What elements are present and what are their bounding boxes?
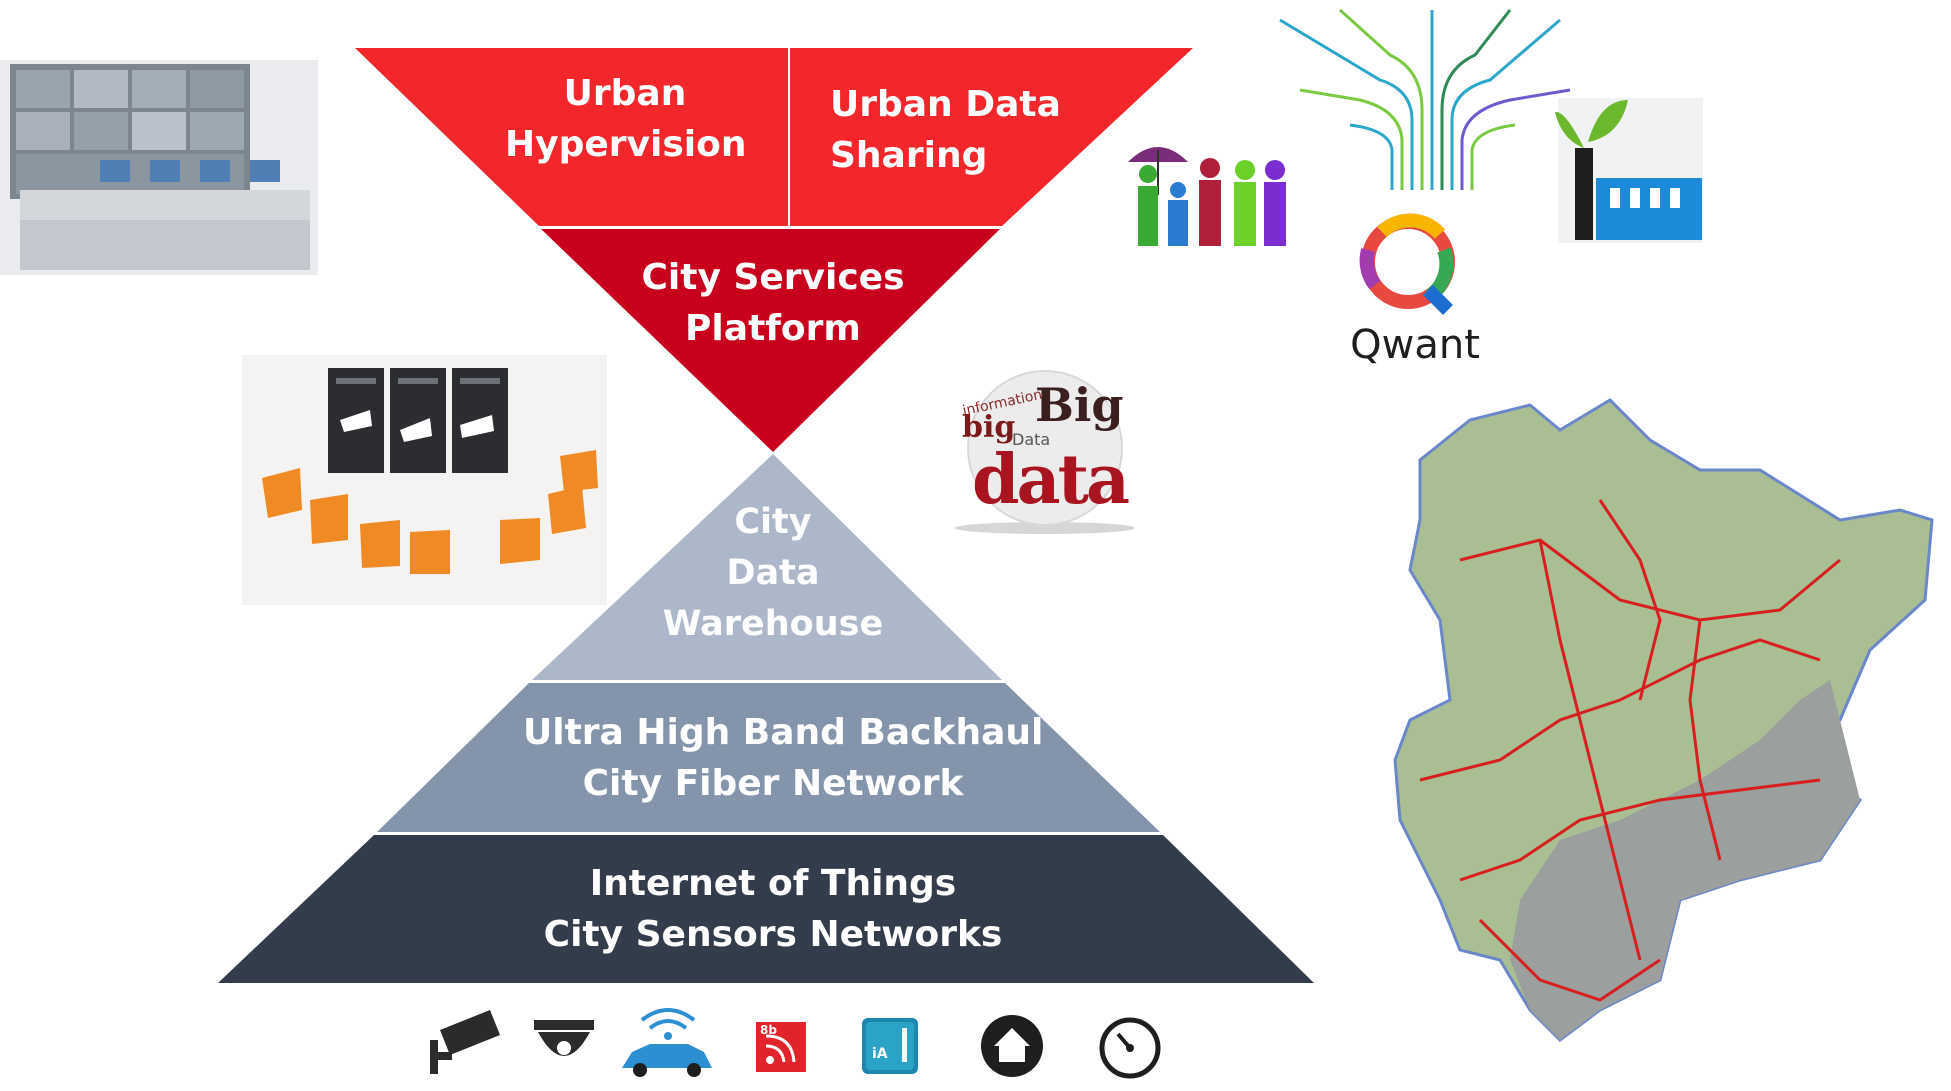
regional-map-with-roads <box>1393 398 1934 1042</box>
city-data-warehouse-label: City Data Warehouse <box>662 502 884 644</box>
smart-home-icon <box>981 1015 1043 1077</box>
urban-hypervision-segment <box>355 48 788 226</box>
city-services-platform-label: City Services Platform <box>641 257 905 349</box>
control-room-photo <box>0 60 318 275</box>
bigdata-sphere <box>955 370 1135 534</box>
backhaul-fiber-label: Ultra High Band Backhaul City Fiber Netw… <box>523 712 1044 804</box>
data-tree-illustration <box>1279 8 1571 190</box>
weather-sensor-icon <box>862 1018 918 1074</box>
urban-data-sharing-label: Urban Data Sharing <box>830 84 1061 176</box>
city-data-warehouse-layer <box>532 454 1002 680</box>
dome-camera-icon <box>534 1020 594 1056</box>
qwant-logo <box>1359 213 1455 315</box>
server-rack-with-folders <box>242 355 607 605</box>
connected-car-icon <box>622 1008 712 1077</box>
bigdata-word-data: data <box>972 440 1130 520</box>
iot-sensors-layer <box>218 835 1314 983</box>
qwant-wordmark: Qwant <box>1350 322 1480 368</box>
cctv-camera-icon <box>430 1010 500 1074</box>
people-family-icon <box>1128 147 1286 246</box>
city-services-platform-segment <box>541 229 1000 452</box>
rss-8b-label: 8b <box>760 1023 777 1037</box>
backhaul-fiber-layer <box>377 683 1160 832</box>
weather-sensor-label: iA <box>872 1046 888 1062</box>
speedometer-icon <box>1099 1017 1161 1079</box>
bigdata-word-big: Big <box>1035 378 1124 432</box>
iot-sensors-label: Internet of Things City Sensors Networks <box>543 863 1003 955</box>
bigdata-word-data-small: Data <box>1012 430 1051 449</box>
plant-building-logo <box>1555 98 1703 243</box>
rss-8b-icon <box>756 1022 806 1072</box>
urban-hypervision-label: Urban Hypervision <box>505 73 747 165</box>
bigdata-word-big-small: big <box>962 410 1016 445</box>
urban-data-sharing-segment <box>790 48 1193 226</box>
